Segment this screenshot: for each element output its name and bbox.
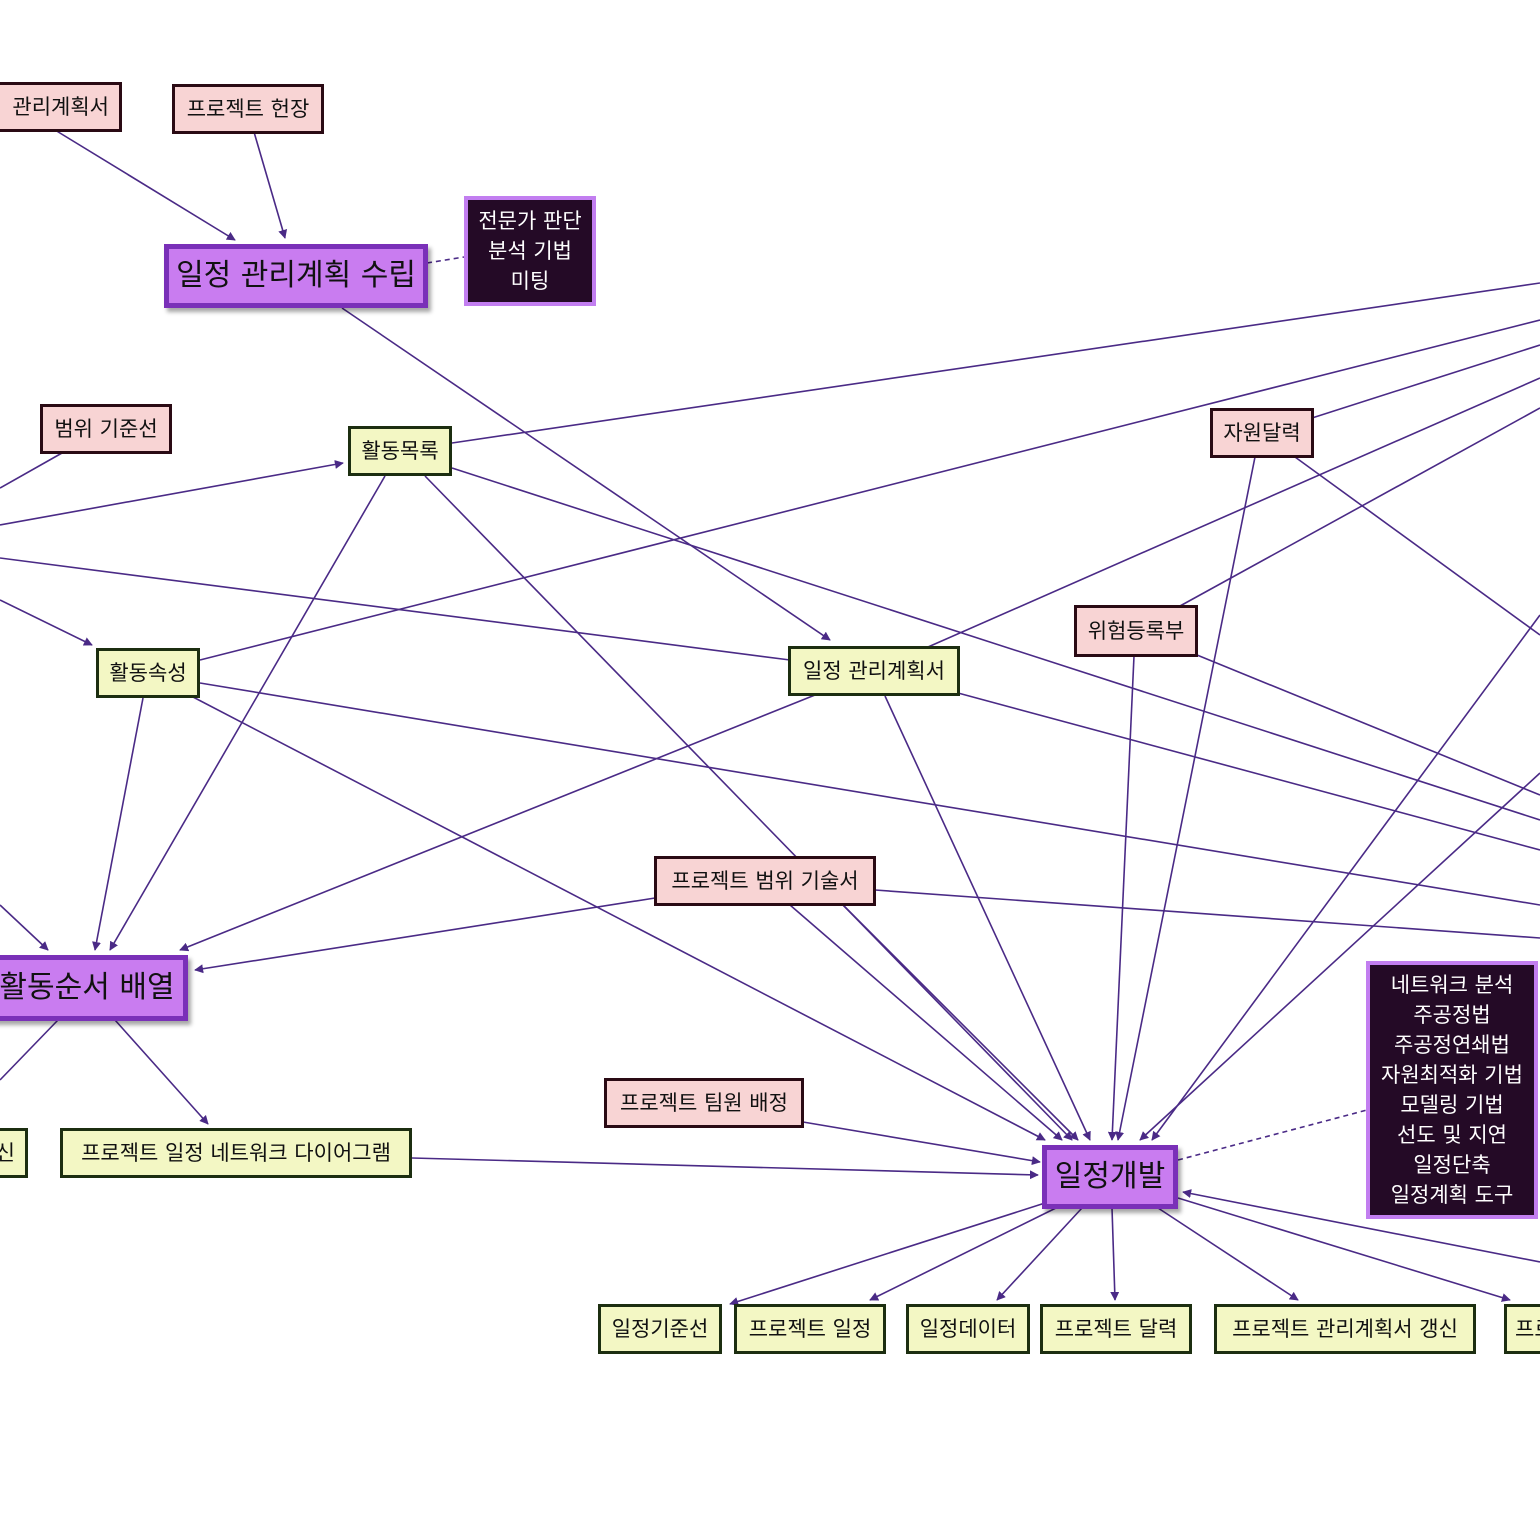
edge (0, 904, 49, 951)
tool-item: 일정계획 도구 (1390, 1183, 1514, 1207)
input-scope-statement[interactable]: 프로젝트 범위 기술서 (654, 856, 876, 906)
output-plan-updates[interactable]: 프로젝트 관리계획서 갱신 (1214, 1304, 1476, 1354)
edge (842, 904, 1079, 1141)
edge (1151, 614, 1540, 1141)
tool-link (426, 256, 465, 264)
tool-item: 자원최적화 기법 (1381, 1063, 1523, 1087)
edge (957, 692, 1540, 851)
edge (0, 452, 63, 489)
edge (1179, 407, 1540, 607)
output-schedule-data[interactable]: 일정데이터 (906, 1304, 1030, 1354)
output-schedule-management-plan[interactable]: 일정 관리계획서 (788, 646, 960, 696)
edge (109, 475, 386, 951)
edge (802, 1121, 1041, 1166)
tool-item: 선도 및 지연 (1397, 1123, 1507, 1147)
edge (789, 904, 1063, 1141)
edge (341, 307, 831, 641)
output-partial-right[interactable]: 프로 (1504, 1304, 1540, 1354)
edge (1311, 344, 1540, 419)
edge (114, 1019, 209, 1125)
edge (199, 682, 1540, 906)
edge (1107, 655, 1135, 1141)
edge (1196, 654, 1540, 796)
edge (0, 599, 93, 646)
process-schedule-planning[interactable]: 일정 관리계획 수립 (164, 244, 428, 308)
edge (927, 377, 1540, 648)
edge (424, 475, 1073, 1141)
tool-link (1177, 1109, 1368, 1161)
tools-schedule-planning: 전문가 판단 분석 기법 미팅 (464, 196, 596, 306)
output-project-calendar[interactable]: 프로젝트 달력 (1040, 1304, 1192, 1354)
edge (1115, 456, 1256, 1141)
tool-item: 네트워크 분석 (1390, 973, 1514, 997)
edge (996, 1207, 1083, 1301)
input-project-charter[interactable]: 프로젝트 헌장 (172, 84, 324, 134)
edge (179, 694, 816, 952)
output-network-diagram[interactable]: 프로젝트 일정 네트워크 다이어그램 (60, 1128, 412, 1178)
tool-item: 주공정법 (1413, 1003, 1491, 1027)
tool-item: 분석 기법 (488, 239, 572, 263)
edge (1182, 1189, 1540, 1263)
input-resource-calendar[interactable]: 자원달력 (1210, 408, 1314, 458)
output-activity-attributes[interactable]: 활동속성 (96, 648, 200, 698)
edge (411, 1157, 1039, 1180)
edge (194, 897, 656, 974)
edge (884, 695, 1091, 1141)
edge (192, 696, 1046, 1141)
input-risk-register[interactable]: 위험등록부 (1074, 605, 1198, 657)
edge (1177, 1197, 1511, 1302)
input-management-plan[interactable]: 관리계획서 (0, 82, 122, 132)
edge (1139, 772, 1540, 1141)
output-project-schedule[interactable]: 프로젝트 일정 (734, 1304, 886, 1354)
tool-item: 모델링 기법 (1400, 1093, 1504, 1117)
edge (869, 1205, 1061, 1301)
tool-item: 전문가 판단 (478, 209, 582, 233)
edge (199, 319, 1540, 661)
output-schedule-baseline[interactable]: 일정기준선 (598, 1304, 722, 1354)
edge (54, 129, 236, 241)
tool-item: 미팅 (510, 269, 550, 293)
tools-schedule-development: 네트워크 분석 주공정법 주공정연쇄법 자원최적화 기법 모델링 기법 선도 및… (1366, 961, 1538, 1219)
output-activity-list[interactable]: 활동목록 (348, 426, 452, 476)
edge (451, 282, 1540, 444)
tool-item: 주공정연쇄법 (1394, 1033, 1510, 1057)
edge (874, 889, 1540, 939)
process-schedule-development[interactable]: 일정개발 (1042, 1145, 1178, 1209)
edge (1154, 1205, 1299, 1301)
edge (1110, 1207, 1120, 1301)
edge (1294, 456, 1540, 636)
edge (253, 131, 288, 239)
process-activity-sequencing[interactable]: 활동순서 배열 (0, 955, 188, 1021)
edge (0, 1019, 59, 1081)
input-team-assignments[interactable]: 프로젝트 팀원 배정 (604, 1078, 804, 1128)
edge (0, 557, 791, 661)
edge (729, 1202, 1046, 1306)
input-scope-baseline[interactable]: 범위 기준선 (40, 404, 172, 454)
tool-item: 일정단축 (1413, 1153, 1491, 1177)
edge (92, 697, 144, 951)
output-partial-left[interactable]: 신 (0, 1128, 28, 1178)
edge (0, 460, 344, 526)
edge (451, 467, 1540, 821)
